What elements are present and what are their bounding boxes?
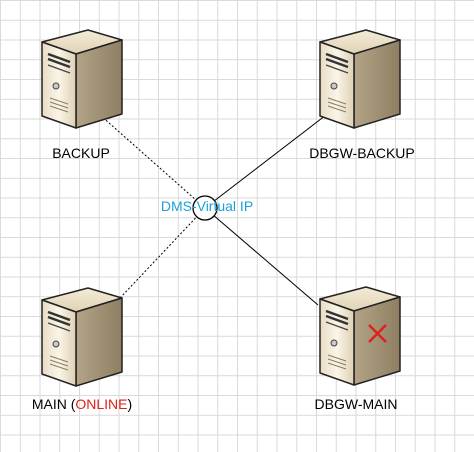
label-main: MAIN (ONLINE) xyxy=(32,396,132,412)
server-backup-icon xyxy=(40,28,124,130)
virtual-ip-node xyxy=(192,195,218,221)
label-dbgw-main: DBGW-MAIN xyxy=(314,396,398,412)
red-x-icon xyxy=(368,324,387,343)
server-main-icon xyxy=(40,286,124,388)
status-online: ONLINE xyxy=(75,396,128,412)
connection-dbgw-backup-vip xyxy=(204,111,331,209)
label-dbgw-backup: DBGW-BACKUP xyxy=(309,145,415,161)
connection-dbgw-main-vip xyxy=(204,207,319,306)
connection-main-vip xyxy=(119,207,206,299)
server-dbgw-backup-icon xyxy=(318,28,402,130)
label-main-suffix: ) xyxy=(127,396,133,412)
label-virtual-ip: DMS-Virtual IP xyxy=(160,198,254,214)
connection-backup-vip xyxy=(99,114,206,209)
label-main-prefix: MAIN ( xyxy=(31,396,76,412)
label-backup: BACKUP xyxy=(52,145,110,161)
server-dbgw-main-icon xyxy=(318,285,402,387)
